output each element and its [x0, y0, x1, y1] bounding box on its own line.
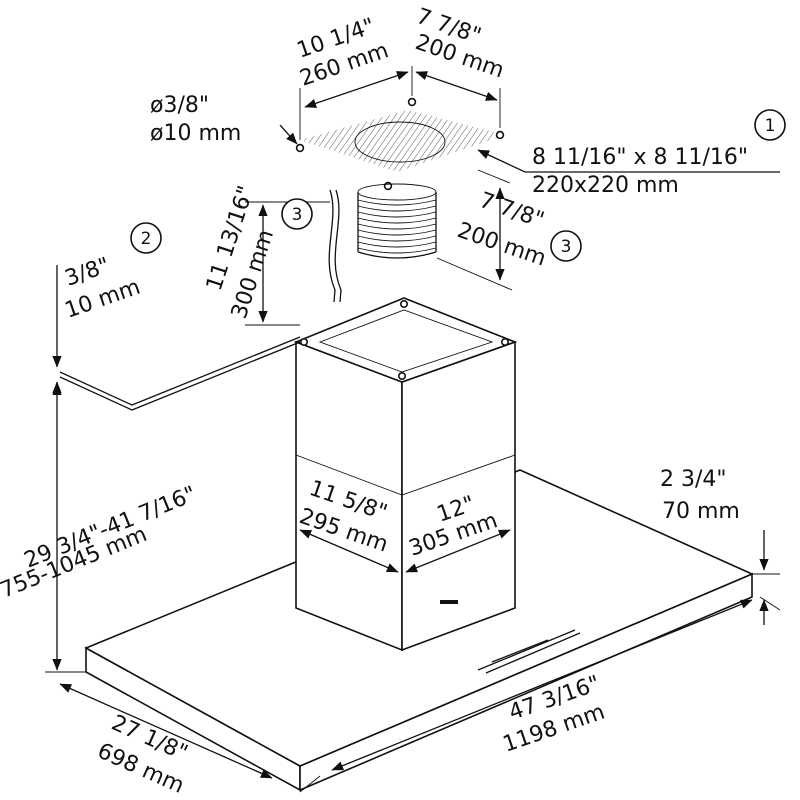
- brand-logo: [440, 600, 458, 604]
- chimney-screw: [500, 337, 509, 346]
- callout-3-label: 3: [292, 205, 303, 225]
- power-cord: [328, 189, 342, 303]
- chimney-section-joint: [295, 454, 516, 496]
- canopy-thickness-in-label: 2 3/4": [660, 467, 727, 492]
- chimney-screw: [299, 337, 308, 346]
- mount-hole: [407, 97, 417, 107]
- mounting-plate: [295, 97, 505, 191]
- callout-2-label: 2: [141, 229, 152, 249]
- hole-in-label: ø3/8": [150, 93, 209, 118]
- plate-hatch: [300, 110, 505, 172]
- canopy-thickness-mm-label: 70 mm: [662, 499, 740, 524]
- chimney-top-face: [293, 297, 518, 383]
- chimney: [293, 297, 518, 652]
- mount-hole: [295, 143, 305, 153]
- mount-hole: [383, 181, 393, 191]
- duct-opening: [354, 121, 446, 163]
- plate-in-label: 8 11/16" x 8 11/16": [532, 145, 748, 170]
- chimney-top-inner: [318, 309, 494, 373]
- callout-3-duct-diameter: 3: [550, 230, 582, 262]
- callout-1: 1: [754, 109, 786, 141]
- callout-3-label: 3: [561, 237, 572, 257]
- chimney-screw: [397, 371, 406, 380]
- mount-hole: [495, 130, 505, 140]
- exhaust-duct: [357, 183, 437, 259]
- ceiling-line: [59, 336, 301, 411]
- plate-mm-label: 220x220 mm: [532, 173, 679, 198]
- chimney-screw: [399, 299, 408, 308]
- hole-mm-label: ø10 mm: [150, 121, 241, 146]
- callout-3-duct-height: 3: [281, 198, 313, 230]
- dimension-lines: [45, 66, 781, 793]
- callout-1-label: 1: [765, 116, 776, 136]
- callout-2: 2: [130, 222, 162, 254]
